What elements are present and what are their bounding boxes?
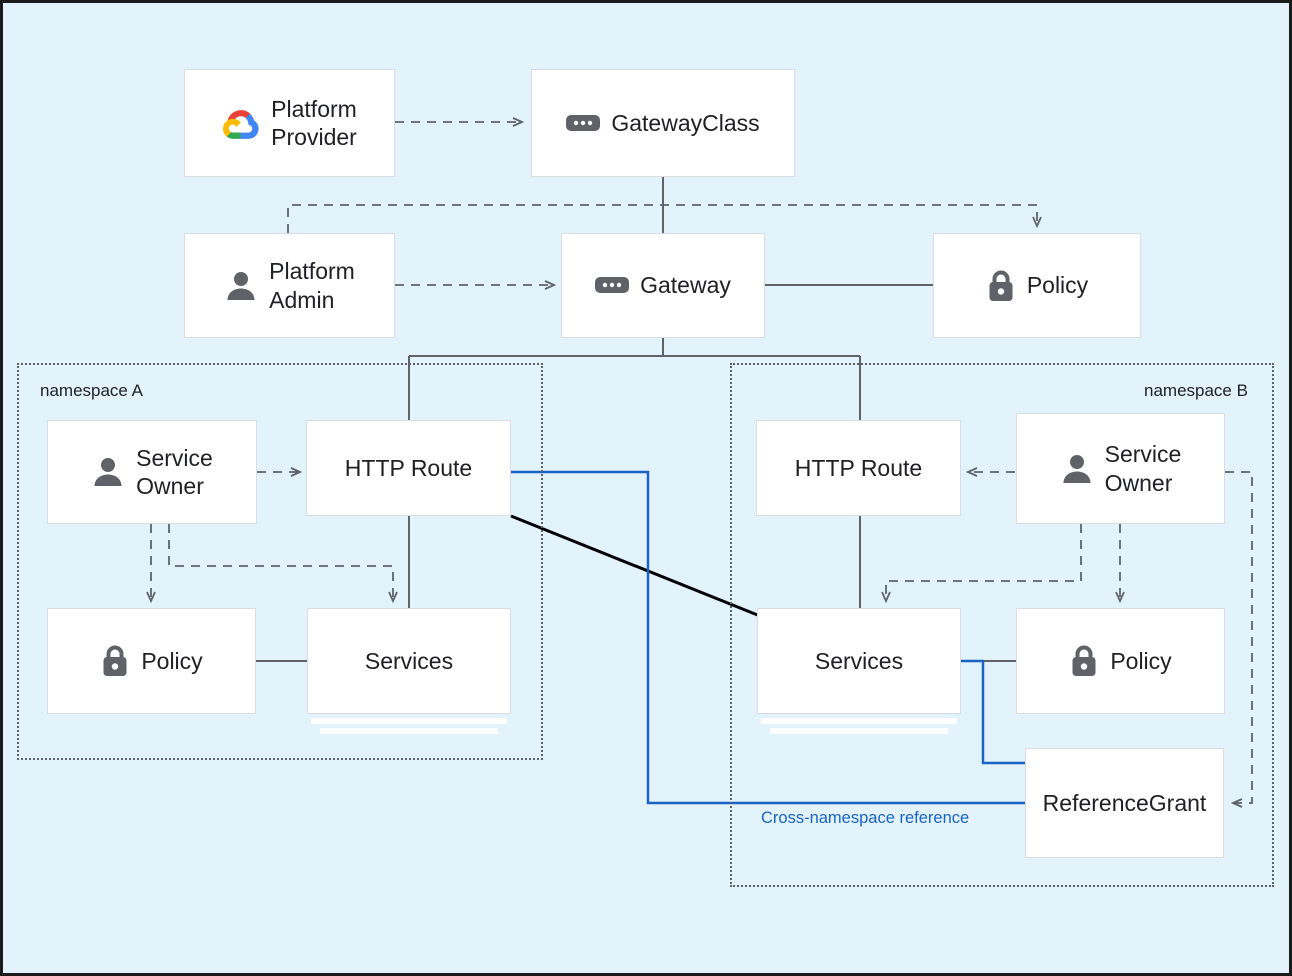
node-service-owner-a-label: Service Owner (136, 444, 213, 499)
node-services-a-label: Services (364, 647, 454, 674)
node-gateway[interactable]: Gateway (561, 233, 765, 338)
lock-icon (100, 644, 130, 678)
node-reference-grant[interactable]: ReferenceGrant (1025, 748, 1224, 858)
edge-httproute-a-to-services-b-diagonal (510, 514, 761, 618)
node-policy-b[interactable]: Policy (1016, 608, 1225, 714)
node-policy-top[interactable]: Policy (933, 233, 1141, 338)
node-gatewayclass[interactable]: GatewayClass (531, 69, 795, 177)
node-policy-a-label: Policy (141, 647, 203, 674)
lock-icon (1069, 644, 1099, 678)
node-http-route-a-label: HTTP Route (344, 454, 473, 481)
google-cloud-icon (222, 107, 260, 139)
node-platform-provider[interactable]: Platform Provider (184, 69, 395, 177)
node-policy-b-label: Policy (1110, 647, 1172, 674)
namespace-a-label: namespace A (40, 381, 144, 400)
node-platform-admin-label: Platform Admin (269, 258, 355, 313)
node-service-owner-a[interactable]: Service Owner (47, 420, 257, 524)
node-http-route-a[interactable]: HTTP Route (306, 420, 511, 516)
gateway-chip-icon (566, 112, 601, 134)
node-service-owner-b-label: Service Owner (1104, 441, 1182, 496)
cross-namespace-reference-label: Cross-namespace reference (761, 809, 970, 827)
node-services-b-label: Services (814, 647, 904, 674)
node-http-route-b[interactable]: HTTP Route (756, 420, 961, 516)
edge-platform-admin-to-policy-top (287, 204, 1037, 233)
person-icon (1060, 452, 1094, 486)
lock-icon (986, 269, 1016, 303)
node-gateway-label: Gateway (640, 272, 731, 299)
node-reference-grant-label: ReferenceGrant (1042, 789, 1207, 816)
node-platform-admin[interactable]: Platform Admin (184, 233, 395, 338)
node-services-b-stack (757, 714, 961, 734)
gateway-chip-icon (595, 274, 630, 296)
node-platform-provider-label: Platform Provider (271, 95, 357, 150)
node-services-a-stack (307, 714, 511, 734)
namespace-b-label: namespace B (1144, 381, 1248, 400)
node-service-owner-b[interactable]: Service Owner (1016, 413, 1225, 524)
node-services-a[interactable]: Services (307, 608, 511, 714)
node-services-b[interactable]: Services (757, 608, 961, 714)
node-policy-a[interactable]: Policy (47, 608, 256, 714)
node-gatewayclass-label: GatewayClass (611, 109, 760, 136)
node-http-route-b-label: HTTP Route (794, 454, 923, 481)
node-policy-top-label: Policy (1026, 272, 1089, 299)
person-icon (91, 455, 125, 489)
person-icon (224, 269, 258, 303)
